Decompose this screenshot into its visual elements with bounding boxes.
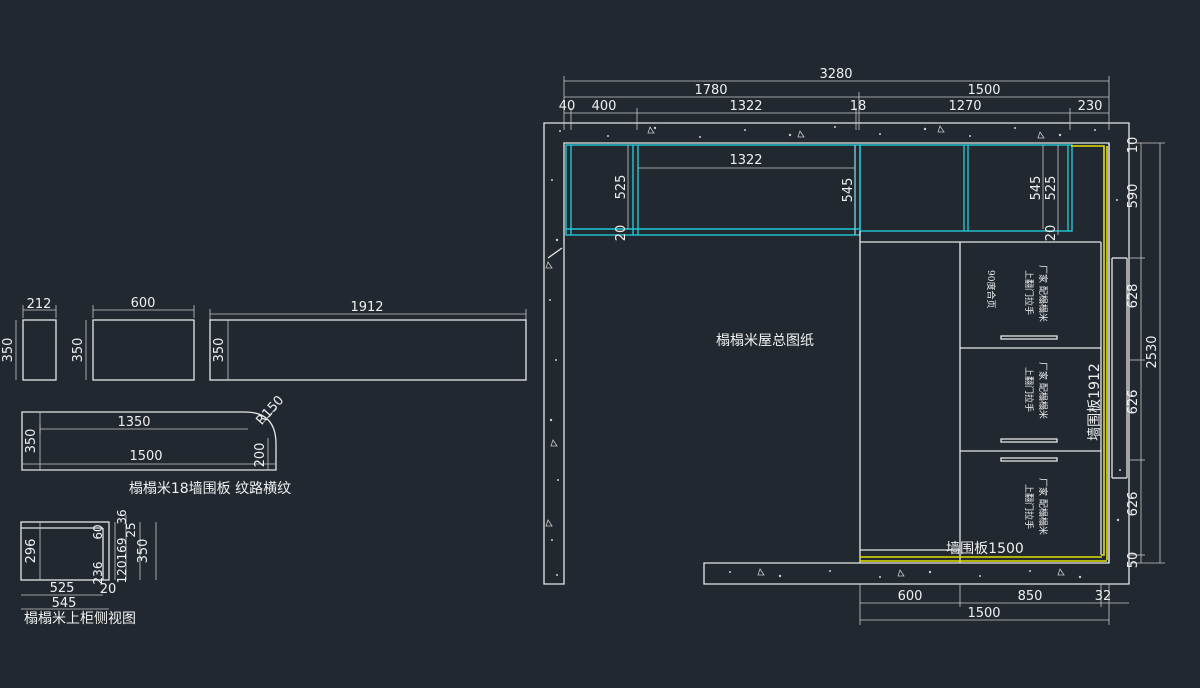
- dim-1780: 1780: [694, 83, 727, 98]
- dim-545-side: 545: [52, 596, 77, 611]
- panel-label-vertical: 墙围板1912: [1087, 363, 1103, 441]
- top-dimensions: 3280 1780 1500 40 400 1322 18 1270 230: [559, 67, 1110, 130]
- board-212: 212 350: [1, 297, 57, 381]
- dim-350-b: 350: [71, 338, 86, 363]
- tatami-platform: [859, 231, 1128, 563]
- dim-525-right: 525: [1044, 176, 1059, 201]
- dim-169: 169: [115, 538, 129, 561]
- dim-18: 18: [850, 99, 867, 114]
- dim-236: 236: [91, 562, 105, 585]
- board-1912: 1912 350: [209, 300, 527, 381]
- dim-1322-top: 1322: [729, 99, 762, 114]
- dim-1270: 1270: [948, 99, 981, 114]
- dim-40: 40: [559, 99, 576, 114]
- wall-texture: [545, 125, 1121, 579]
- dim-600: 600: [131, 296, 156, 311]
- upper-cabinets: 1322 525 20 545 545 525 20: [565, 144, 1073, 242]
- dim-3280: 3280: [819, 67, 852, 82]
- dim-400: 400: [592, 99, 617, 114]
- note-bot-b: 上翻门拉手: [1023, 484, 1035, 529]
- dim-525: 525: [50, 581, 75, 596]
- plan-title: 榻榻米屋总图纸: [716, 333, 814, 349]
- dim-1500-bottom: 1500: [967, 606, 1000, 621]
- dim-1500-top: 1500: [967, 83, 1000, 98]
- board-600: 600 350: [71, 296, 195, 381]
- dim-1322-cabinet: 1322: [729, 153, 762, 168]
- dim-120: 120: [115, 561, 129, 584]
- dim-32: 32: [1095, 589, 1112, 604]
- note-mid-b: 上翻门拉手: [1023, 367, 1035, 412]
- note-mid-a: 厂家 配榻榻米: [1037, 362, 1049, 419]
- dim-850: 850: [1018, 589, 1043, 604]
- dim-626-b: 626: [1126, 492, 1141, 517]
- dim-350-side: 350: [136, 539, 151, 564]
- dim-2530: 2530: [1145, 335, 1160, 368]
- dim-200: 200: [253, 443, 268, 468]
- note-top-c: 90度合页: [985, 270, 997, 308]
- dim-590: 590: [1126, 184, 1141, 209]
- dim-545: 545: [841, 178, 856, 203]
- note-bot-a: 厂家 配榻榻米: [1037, 478, 1049, 535]
- dim-60: 60: [91, 524, 105, 539]
- dim-626: 626: [1126, 390, 1141, 415]
- note-top-a: 厂家 配榻榻米: [1037, 265, 1049, 322]
- bottom-dimensions: 600 850 32 1500: [859, 584, 1129, 625]
- dim-212: 212: [27, 297, 52, 312]
- dim-628: 628: [1126, 284, 1141, 309]
- dim-350-c: 350: [212, 338, 227, 363]
- dim-36: 36: [115, 509, 129, 524]
- cabinet-side-view: 296 236 60 120 169 36 25 350 525 20 545 …: [20, 509, 157, 627]
- note-top-b: 上翻门拉手: [1023, 270, 1035, 315]
- dim-350-a: 350: [1, 338, 16, 363]
- board-1500-rounded: 1350 1500 350 200 R150 榻榻米18墙围板 纹路横纹: [21, 393, 291, 497]
- dim-1912: 1912: [350, 300, 383, 315]
- side-view-caption: 榻榻米上柜侧视图: [24, 611, 136, 627]
- dim-25: 25: [124, 522, 138, 537]
- dim-600-bottom: 600: [898, 589, 923, 604]
- dim-1500-board: 1500: [129, 449, 162, 464]
- wall-panels: 墙围板1912 墙围板1500: [860, 145, 1108, 562]
- dim-50: 50: [1126, 552, 1141, 569]
- dim-350-d: 350: [24, 429, 39, 454]
- cabinet-notes: 厂家 配榻榻米 上翻门拉手 90度合页 厂家 配榻榻米 上翻门拉手 厂家 配榻榻…: [985, 265, 1049, 535]
- dim-20-right: 20: [1044, 225, 1059, 242]
- dim-296: 296: [24, 539, 39, 564]
- panel-label-horizontal: 墙围板1500: [946, 541, 1024, 557]
- dim-545-right: 545: [1029, 176, 1044, 201]
- dim-20-left: 20: [614, 225, 629, 242]
- right-dimensions: 10 590 628 626 626 50 2530: [1126, 137, 1165, 569]
- dim-230: 230: [1078, 99, 1103, 114]
- board-caption: 榻榻米18墙围板 纹路横纹: [129, 481, 291, 497]
- dim-1350: 1350: [117, 415, 150, 430]
- dim-10: 10: [1126, 137, 1141, 154]
- dim-525: 525: [614, 175, 629, 200]
- dim-20-side: 20: [100, 582, 117, 597]
